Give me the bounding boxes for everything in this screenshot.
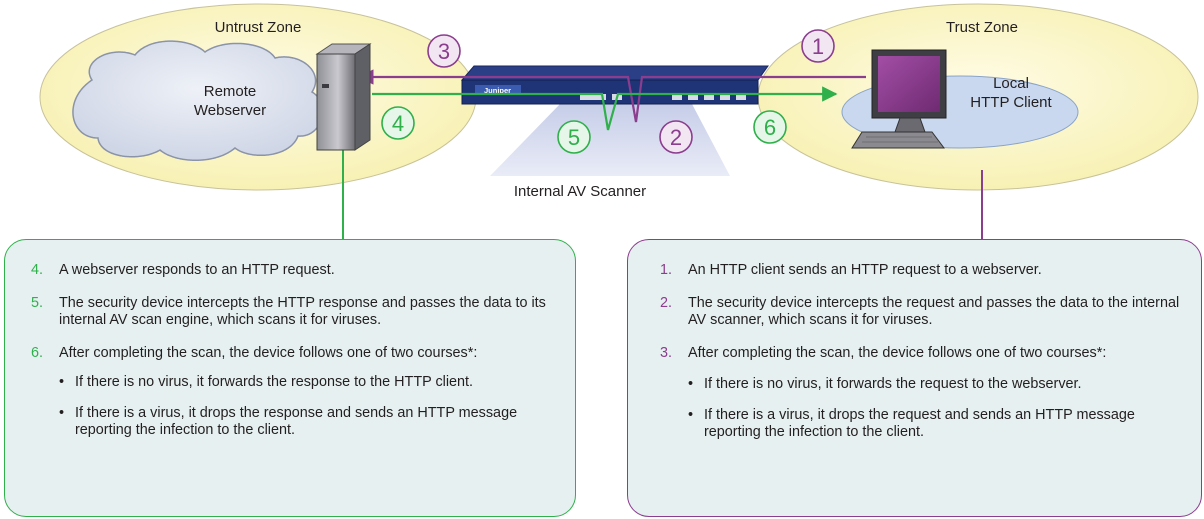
bullet-text: If there is a virus, it drops the respon… — [75, 405, 518, 438]
av-scanner-beam — [490, 104, 730, 176]
step-text: An HTTP client sends an HTTP request to … — [688, 262, 1042, 278]
response-option-virus: • If there is a virus, it drops the resp… — [31, 405, 551, 439]
response-steps-panel: 4. A webserver responds to an HTTP reque… — [4, 239, 576, 517]
response-step-5: 5. The security device intercepts the HT… — [31, 295, 561, 329]
svg-text:4: 4 — [392, 111, 404, 136]
bullet-glyph: • — [59, 405, 65, 421]
step-marker-5: 5 — [557, 120, 591, 154]
av-scanner-label: Internal AV Scanner — [513, 183, 647, 200]
step-number: 6. — [31, 345, 44, 361]
webserver-tower — [315, 43, 372, 151]
bullet-text: If there is a virus, it drops the reques… — [704, 407, 1135, 440]
response-step-4: 4. A webserver responds to an HTTP reque… — [31, 262, 561, 279]
security-device: Juniper — [460, 65, 769, 105]
response-option-no-virus: • If there is no virus, it forwards the … — [31, 374, 561, 391]
step-marker-4: 4 — [381, 106, 415, 140]
step-text: After completing the scan, the device fo… — [59, 345, 478, 361]
request-steps-panel: 1. An HTTP client sends an HTTP request … — [627, 239, 1202, 517]
request-option-no-virus: • If there is no virus, it forwards the … — [660, 376, 1188, 393]
step-marker-3: 3 — [427, 34, 461, 68]
step-text: The security device intercepts the reque… — [688, 295, 1180, 328]
bullet-glyph: • — [59, 374, 65, 390]
step-number: 5. — [31, 295, 44, 311]
bullet-glyph: • — [688, 376, 694, 392]
untrust-zone-label: Untrust Zone — [214, 19, 302, 36]
device-brand: Juniper — [484, 86, 511, 95]
response-flow-path — [372, 86, 838, 131]
step-number: 1. — [660, 262, 673, 278]
client-label: Local HTTP Client — [970, 75, 1052, 111]
trust-zone-label: Trust Zone — [946, 19, 1018, 36]
bullet-text: If there is no virus, it forwards the re… — [704, 376, 1082, 392]
step-text: The security device intercepts the HTTP … — [59, 295, 546, 328]
step-number: 4. — [31, 262, 44, 278]
response-step-6: 6. After completing the scan, the device… — [31, 345, 501, 362]
svg-text:6: 6 — [764, 115, 776, 140]
request-step-3: 3. After completing the scan, the device… — [660, 345, 1188, 362]
bullet-glyph: • — [688, 407, 694, 423]
webserver-label: Remote Webserver — [193, 83, 267, 119]
step-number: 3. — [660, 345, 673, 361]
step-marker-6: 6 — [753, 110, 787, 144]
step-text: After completing the scan, the device fo… — [688, 345, 1107, 361]
step-text: A webserver responds to an HTTP request. — [59, 262, 335, 278]
request-step-2: 2. The security device intercepts the re… — [660, 295, 1188, 329]
svg-text:3: 3 — [438, 39, 450, 64]
svg-text:5: 5 — [568, 125, 580, 150]
request-step-1: 1. An HTTP client sends an HTTP request … — [660, 262, 1188, 279]
step-marker-2: 2 — [659, 120, 693, 154]
svg-text:2: 2 — [670, 125, 682, 150]
step-number: 2. — [660, 295, 673, 311]
request-flow-path — [358, 69, 866, 123]
step-marker-1: 1 — [801, 29, 835, 63]
bullet-text: If there is no virus, it forwards the re… — [75, 374, 474, 390]
request-option-virus: • If there is a virus, it drops the requ… — [660, 407, 1160, 441]
svg-text:1: 1 — [812, 34, 824, 59]
client-computer — [851, 49, 947, 149]
